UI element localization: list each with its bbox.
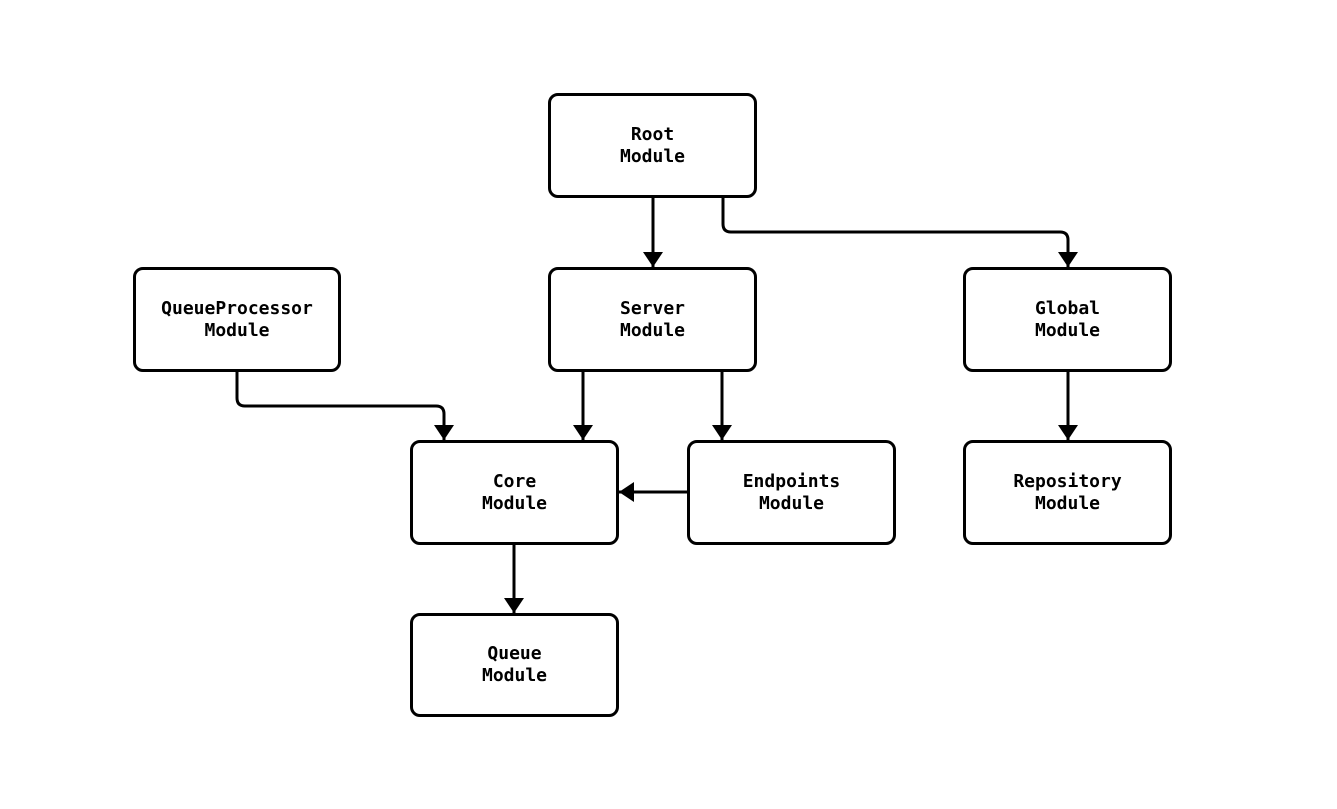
node-endpoints-module: Endpoints Module: [687, 440, 896, 545]
node-repository-module: Repository Module: [963, 440, 1172, 545]
node-label: Queue Module: [481, 643, 548, 686]
node-server-module: Server Module: [548, 267, 757, 372]
node-queueprocessor-module: QueueProcessor Module: [133, 267, 341, 372]
node-root-module: Root Module: [548, 93, 757, 198]
node-label: Core Module: [481, 470, 548, 514]
node-label: QueueProcessor Module: [161, 297, 313, 341]
node-queue-module: Queue Module: [410, 613, 619, 717]
node-label: Root Module: [619, 123, 686, 167]
node-global-module: Global Module: [963, 267, 1172, 372]
node-label: Server Module: [619, 297, 686, 341]
edge-root-module-to-global-module: [721, 198, 1078, 267]
node-label: Repository Module: [1013, 470, 1122, 514]
node-label: Endpoints Module: [742, 470, 841, 514]
node-label: Global Module: [1034, 297, 1101, 341]
edge-queueprocessor-module-to-core-module: [235, 372, 454, 440]
node-core-module: Core Module: [410, 440, 619, 545]
